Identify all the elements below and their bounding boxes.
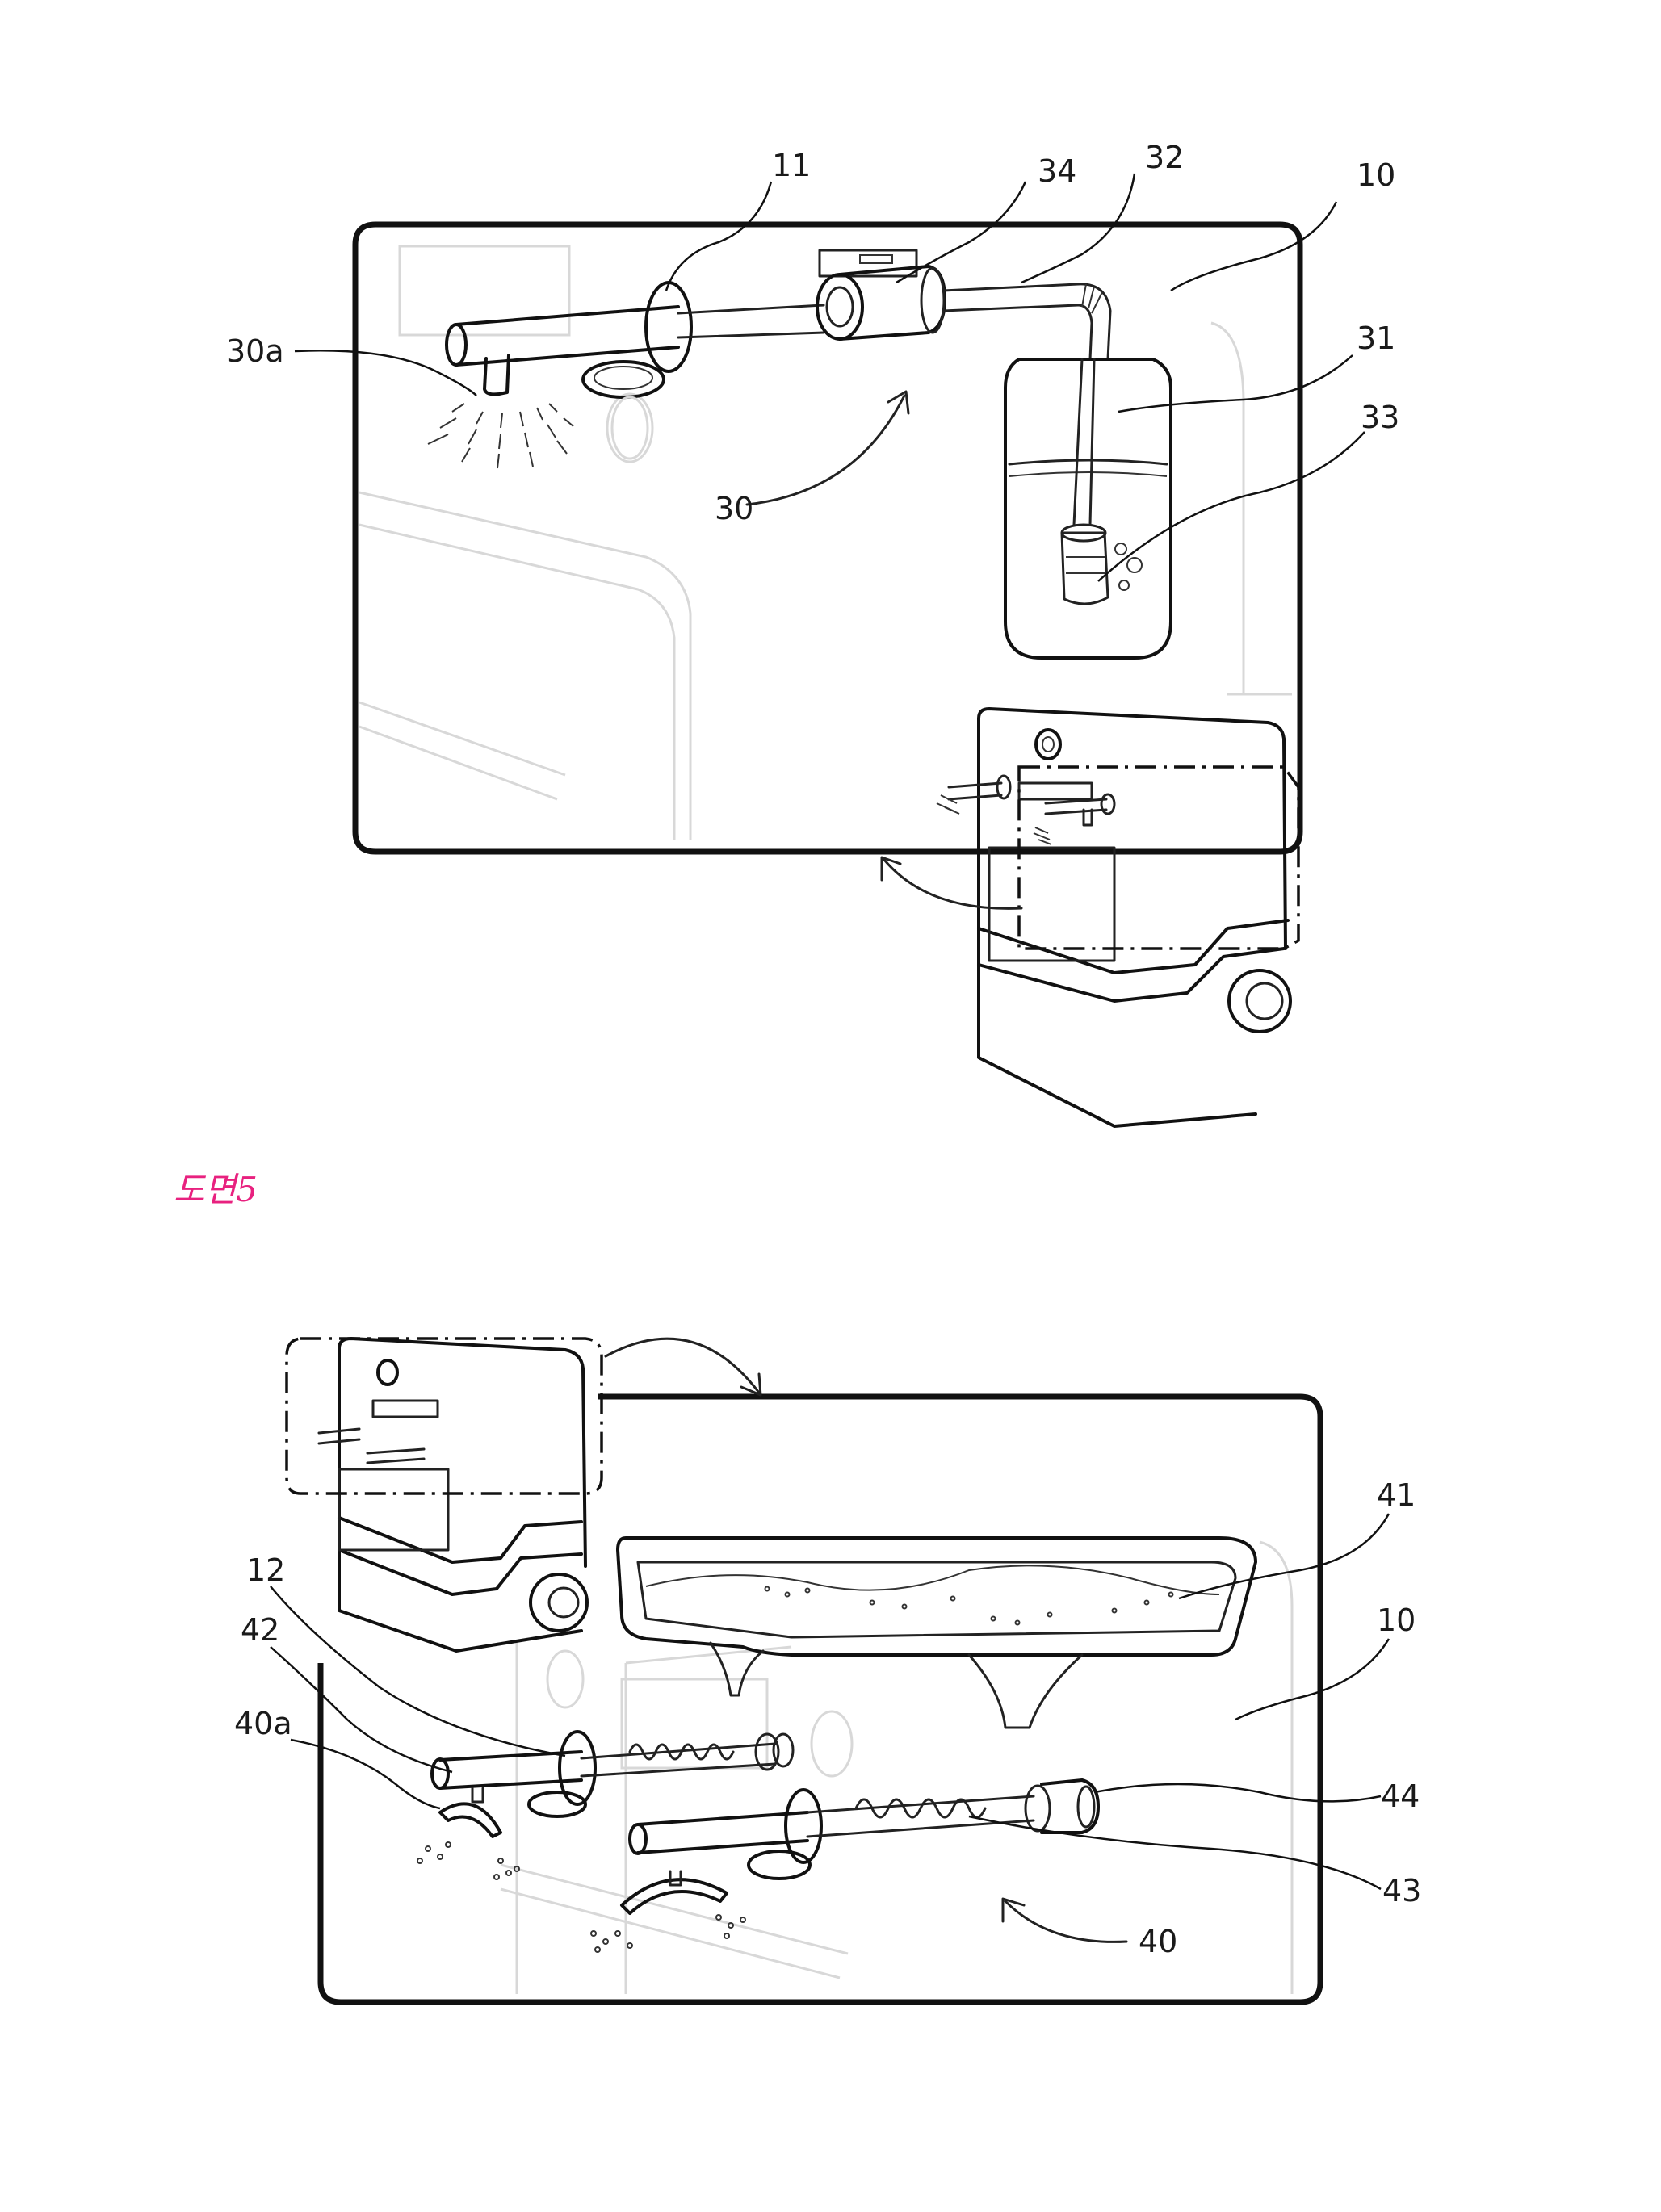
pump-34 <box>816 249 1080 341</box>
label-11: 11 <box>772 148 811 183</box>
label-31: 31 <box>1357 320 1395 356</box>
hose-32 <box>1076 283 1112 361</box>
bottom-machine <box>285 1337 762 1653</box>
bottom-figure: 41 12 10 42 40a 44 43 40 <box>234 1337 1421 2005</box>
tray-41 <box>616 1536 1257 1729</box>
label-40a: 40a <box>234 1706 292 1741</box>
label-40: 40 <box>1139 1924 1177 1959</box>
label-42: 42 <box>241 1612 279 1648</box>
top-figure: 11 34 32 10 30a 31 33 30 <box>226 140 1399 1128</box>
spray-pipe <box>445 281 825 460</box>
top-leader-lines <box>294 173 1365 582</box>
label-33: 33 <box>1361 400 1399 435</box>
figure-heading: 도면5 <box>174 1170 258 1209</box>
lower-auger <box>590 1778 1100 1953</box>
upper-auger <box>417 1730 795 1880</box>
label-30: 30 <box>715 491 753 526</box>
label-10b: 10 <box>1377 1602 1416 1638</box>
bottom-leader-lines <box>270 1513 1390 1891</box>
label-10: 10 <box>1357 157 1395 193</box>
arrow-30 <box>745 394 906 506</box>
top-main-frame <box>352 221 1303 855</box>
top-machine <box>880 707 1300 1128</box>
label-12: 12 <box>246 1552 285 1588</box>
label-30a: 30a <box>226 333 284 369</box>
spray-mist-icon <box>427 403 574 469</box>
arrow-40 <box>1004 1900 1128 1943</box>
label-44: 44 <box>1381 1778 1420 1814</box>
label-32: 32 <box>1145 140 1184 175</box>
label-43: 43 <box>1382 1873 1421 1908</box>
bottom-main-frame <box>317 1393 1323 2005</box>
label-34: 34 <box>1038 153 1076 189</box>
bottle-31 <box>1004 358 1172 660</box>
label-41: 41 <box>1377 1477 1416 1513</box>
top-background-appliance <box>359 245 1292 840</box>
